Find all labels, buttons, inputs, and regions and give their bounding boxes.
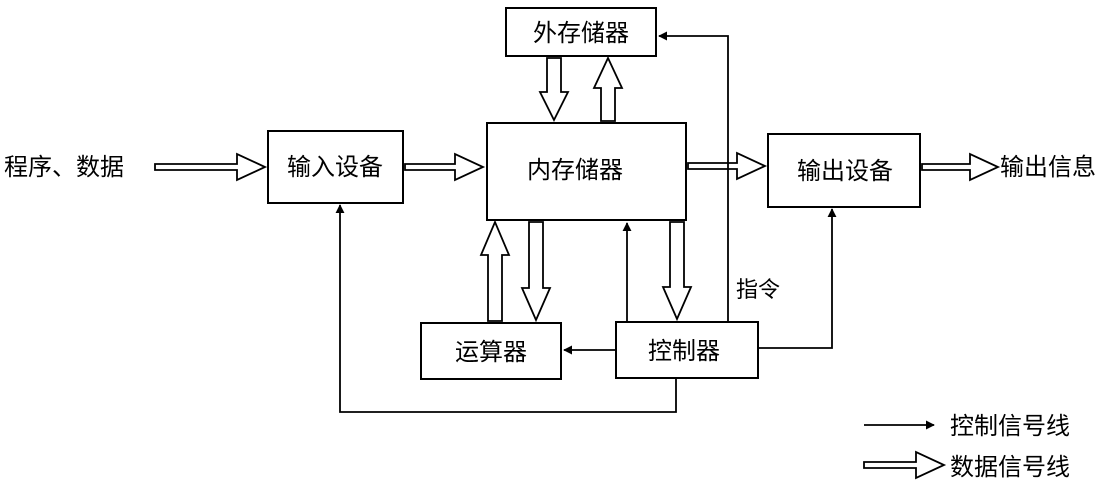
external-storage-label: 外存储器: [533, 19, 629, 47]
output-device-label: 输出设备: [797, 157, 893, 185]
data-arrow-memory-to-alu: [520, 221, 552, 323]
legend-data-line-icon: [863, 450, 947, 480]
data-arrow-memory-to-output: [687, 151, 768, 181]
data-arrow-alu-to-memory: [479, 219, 511, 322]
instruction-label: 指令: [736, 278, 780, 303]
input-device-label: 输入设备: [287, 153, 383, 181]
legend-control-line-label: 控制信号线: [950, 412, 1070, 440]
alu-label: 运算器: [455, 338, 527, 366]
input-device-box: [267, 130, 404, 204]
external-storage-box: [505, 7, 657, 57]
alu-box: [420, 322, 562, 380]
controller-label: 控制器: [648, 337, 720, 365]
data-arrow-memory-to-external: [592, 55, 624, 122]
data-arrow-external-to-memory: [538, 57, 570, 123]
legend-data-line-label: 数据信号线: [950, 453, 1070, 481]
data-arrow-output-to-info: [921, 152, 1001, 182]
output-info-label: 输出信息: [1000, 153, 1096, 181]
output-device-box: [767, 133, 921, 208]
data-arrow-input-to-memory: [404, 152, 486, 182]
control-arrow-controller-to-external: [658, 31, 729, 322]
internal-memory-label: 内存储器: [527, 156, 623, 184]
internal-memory-box: [486, 122, 687, 221]
legend: 控制信号线 数据信号线: [863, 412, 1070, 481]
program-data-label: 程序、数据: [4, 153, 124, 181]
data-arrow-program-to-input: [154, 152, 268, 182]
control-arrow-controller-to-input: [335, 204, 677, 413]
data-arrow-memory-to-controller: [661, 221, 693, 322]
control-arrow-controller-to-output: [758, 208, 837, 349]
